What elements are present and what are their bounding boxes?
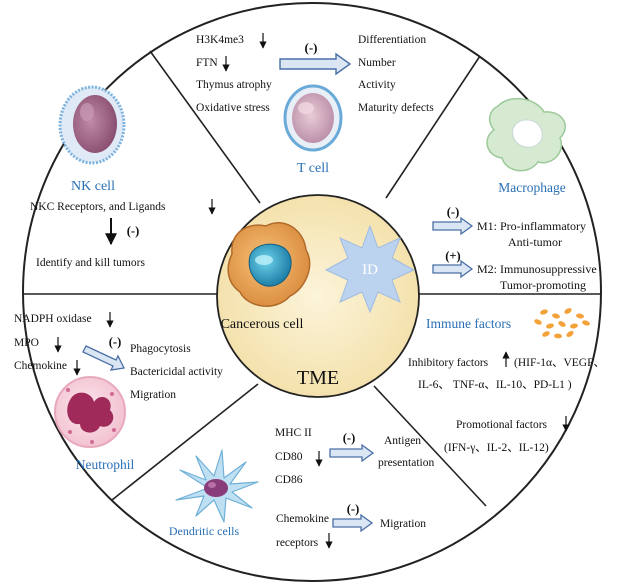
nkcell-sign: (-) xyxy=(127,224,140,238)
m1-label: M1: Pro-inflammatory xyxy=(477,219,586,233)
neutrophil-effect: Phagocytosis xyxy=(130,343,191,355)
antigen-sublabel: presentation xyxy=(378,457,434,469)
antigen-label: Antigen xyxy=(384,435,421,447)
immune-factors-title: Immune factors xyxy=(426,316,511,331)
promotional-factors-list: (IFN-γ、IL-2、IL-12) xyxy=(444,442,549,454)
neutrophil-effect-arrow-icon xyxy=(82,345,125,371)
chemokine-receptors-label: Chemokine xyxy=(276,513,329,525)
neutrophil-icon xyxy=(54,376,126,448)
tcell-effect: Activity xyxy=(358,79,396,91)
tcell-icon xyxy=(283,84,343,152)
inhibitory-factors-list: (HIF-1α、VEGF、 xyxy=(514,357,605,369)
cancerous-cell-label: Cancerous cell xyxy=(221,317,304,332)
nkcell-receptors: NKC Receptors, and Ligands xyxy=(30,201,166,213)
chemokine-receptors-sublabel: receptors xyxy=(276,537,319,549)
divider-line xyxy=(111,383,259,501)
dendritic-sign: (-) xyxy=(347,502,360,516)
migration-arrow-icon xyxy=(332,513,374,533)
neutrophil-effect: Migration xyxy=(130,389,176,401)
id-star-icon xyxy=(324,224,416,314)
macrophage-title: Macrophage xyxy=(498,180,565,195)
migration-label: Migration xyxy=(380,518,426,530)
macrophage-icon xyxy=(486,97,566,172)
m2-label: M2: Immunosuppressive xyxy=(477,262,597,276)
neutrophil-cause: MPO xyxy=(14,337,39,349)
tcell-cause: Thymus atrophy xyxy=(196,79,272,91)
promotional-factors-label: Promotional factors xyxy=(456,419,548,431)
dendritic-section: Dendritic cells MHC II CD80 CD86 (-) Ant… xyxy=(169,427,435,549)
neutrophil-cause: NADPH oxidase xyxy=(14,313,92,325)
neutrophil-sign: (-) xyxy=(109,335,122,349)
divider-line xyxy=(373,385,487,507)
tcell-cause: H3K4me3 xyxy=(196,34,244,46)
m2-arrow-icon xyxy=(432,259,474,279)
dendritic-marker: CD86 xyxy=(275,474,303,486)
dendritic-title: Dendritic cells xyxy=(169,524,240,538)
inhibitory-factors-label: Inhibitory factors xyxy=(408,357,489,369)
tcell-title: T cell xyxy=(297,161,329,176)
dendritic-cell-icon xyxy=(175,449,259,523)
tcell-sign: (-) xyxy=(305,40,318,55)
cancerous-cell-icon xyxy=(227,221,311,307)
tcell-effect-arrow-icon xyxy=(279,52,352,76)
nkcell-title: NK cell xyxy=(71,179,115,194)
divider-line xyxy=(149,50,261,204)
macrophage-m1-sign: (-) xyxy=(447,205,460,219)
tcell-cause: Oxidative stress xyxy=(196,102,270,114)
tcell-effect: Differentiation xyxy=(358,34,426,46)
nkcell-effect: Identify and kill tumors xyxy=(36,257,145,269)
neutrophil-section: NADPH oxidase MPO Chemokine (-) Phagocyt… xyxy=(14,312,223,472)
m1-arrow-icon xyxy=(432,216,474,236)
neutrophil-effect: Bactericidal activity xyxy=(130,366,223,378)
neutrophil-title: Neutrophil xyxy=(76,457,135,472)
tcell-effect: Number xyxy=(358,57,396,69)
immune-factors-section: Immune factors Inhibitory factors (HIF-1… xyxy=(408,308,605,454)
id-label: ID xyxy=(362,262,378,278)
tme-label: TME xyxy=(297,367,339,389)
antigen-arrow-icon xyxy=(329,443,375,463)
tcell-section: H3K4me3 FTN Thymus atrophy Oxidative str… xyxy=(196,33,434,176)
m2-sublabel: Tumor-promoting xyxy=(500,278,586,292)
nkcell-section: NK cell NKC Receptors, and Ligands (-) I… xyxy=(30,85,216,269)
nkcell-icon xyxy=(58,85,126,165)
dendritic-marker: CD80 xyxy=(275,451,303,463)
tcell-cause: FTN xyxy=(196,57,218,69)
tcell-effect: Maturity defects xyxy=(358,102,434,114)
dendritic-sign: (-) xyxy=(343,431,356,445)
divider-line xyxy=(385,55,481,199)
neutrophil-cause: Chemokine xyxy=(14,360,67,372)
immune-factors-particles-icon xyxy=(534,308,590,339)
inhibitory-factors-list: IL-6、 TNF-α、IL-10、PD-L1 ) xyxy=(418,379,572,391)
macrophage-section: Macrophage (-) M1: Pro-inflammatory Anti… xyxy=(432,97,597,292)
m1-sublabel: Anti-tumor xyxy=(508,235,562,249)
dendritic-marker: MHC II xyxy=(275,427,312,439)
macrophage-m2-sign: (+) xyxy=(445,249,460,263)
